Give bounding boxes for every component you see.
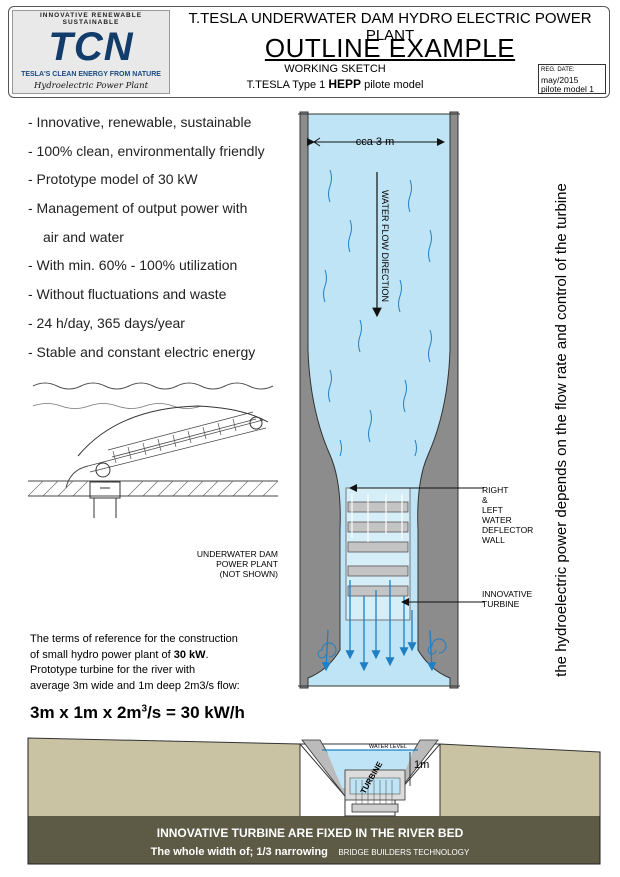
terms-line-suffix: . — [205, 648, 209, 661]
feature-item: - With min. 60% - 100% utilization — [28, 257, 238, 274]
terms-line: of small hydro power plant of 30 kW. — [30, 648, 310, 664]
tcn-logo: INNOVATIVE RENEWABLE SUSTAINABLE TCN TES… — [12, 10, 170, 94]
right-wall — [417, 111, 459, 689]
reg-date-box: REG. DATE: may/2015 pilote model 1 — [538, 64, 606, 94]
riverbed-caption-main: INNOVATIVE TURBINE ARE FIXED IN THE RIVE… — [156, 826, 464, 840]
feature-item: air and water — [43, 228, 124, 245]
depth-label: 1m — [414, 759, 430, 771]
feature-item: - 100% clean, environmentally friendly — [28, 142, 265, 159]
feature-item: - Without fluctuations and waste — [28, 286, 227, 303]
logo-tagline: INNOVATIVE RENEWABLE SUSTAINABLE — [39, 12, 143, 26]
turbine-sketch — [28, 382, 278, 518]
deflector-label-line: & — [482, 495, 488, 505]
type-suffix: pilote model — [364, 79, 424, 91]
turbine-label-line: TURBINE — [482, 599, 520, 609]
deflector-label-line: WALL — [482, 535, 505, 545]
dam-label-line: POWER PLANT — [216, 559, 278, 569]
reg-model: pilote model 1 — [541, 84, 594, 94]
type-prefix: T.TESLA Type 1 — [246, 79, 326, 91]
working-sketch-label: WORKING SKETCH — [284, 63, 386, 75]
outline-heading: OUTLINE EXAMPLE — [264, 33, 516, 63]
deflector-label: RIGHT & LEFT WATER DEFLECTOR WALL — [482, 485, 562, 545]
logo-subtitle: TESLA'S CLEAN ENERGY FROM NATURE — [21, 71, 161, 78]
water-waves — [323, 169, 432, 457]
feature-item: - 24 h/day, 365 days/year — [28, 314, 185, 331]
deflector-label-line: DEFLECTOR — [482, 525, 534, 535]
riverbed-caption-narrowing: The whole width of; 1/3 narrowing — [150, 846, 328, 858]
feature-item: - Prototype model of 30 kW — [28, 171, 198, 188]
formula-left: 3m x 1m x 2m — [30, 703, 142, 722]
turbine-label: INNOVATIVE TURBINE — [482, 589, 562, 609]
dam-label-line: UNDERWATER DAM — [196, 549, 278, 559]
turbine-flow-arrows — [351, 494, 403, 542]
left-wall — [299, 111, 341, 689]
riverbed-caption-sub: The whole width of; 1/3 narrowing BRIDGE… — [0, 842, 620, 860]
feature-list: - Innovative, renewable, sustainable - 1… — [28, 114, 298, 372]
page-title: T.TESLA UNDERWATER DAM HYDRO ELECTRIC PO… — [188, 10, 592, 44]
logo-subtitle-script: Hydroelectric Power Plant — [34, 81, 148, 91]
model-type-line: T.TESLA Type 1 HEPP pilote model — [170, 77, 500, 91]
channel-diagram — [298, 111, 484, 689]
power-formula: 3m x 1m x 2m3/s = 30 kW/h — [30, 703, 310, 723]
swirls — [317, 638, 447, 659]
width-label: cca 3 m — [355, 136, 395, 148]
feature-item: - Stable and constant electric energy — [28, 343, 256, 360]
riverbed-section — [0, 728, 620, 877]
section-turbine — [344, 769, 406, 813]
feature-item: - Innovative, renewable, sustainable — [28, 114, 252, 130]
riverbed-caption-tech: BRIDGE BUILDERS TECHNOLOGY — [338, 848, 470, 857]
dam-label-line: (NOT SHOWN) — [219, 569, 278, 579]
water-channel — [308, 114, 450, 686]
dam-label: UNDERWATER DAM POWER PLANT (NOT SHOWN) — [150, 549, 278, 579]
riverbed-floor — [28, 816, 600, 864]
terms-line: Prototype turbine for the river with — [30, 664, 196, 676]
turbine-label-line: INNOVATIVE — [482, 589, 533, 599]
deflector-label-line: RIGHT — [482, 485, 509, 495]
terms-power: 30 kW — [173, 648, 206, 661]
reg-date: may/2015 — [541, 74, 579, 85]
reg-label: REG. DATE: — [541, 67, 575, 73]
deflector-label-line: LEFT — [482, 505, 503, 515]
formula-right: /s = 30 kW/h — [147, 703, 245, 722]
vertical-caption: the hydroelectric power depends on the f… — [553, 183, 570, 677]
feature-item: - Management of output power with — [28, 200, 248, 217]
outflow-arrows — [321, 580, 437, 672]
water-level-label: WATER LEVEL — [369, 744, 407, 750]
terms-line-prefix: of small hydro power plant of — [30, 648, 171, 661]
deflector-label-line: WATER — [482, 515, 512, 525]
flow-direction-label: WATER FLOW DIRECTION — [380, 190, 390, 302]
turbine-blades — [347, 501, 409, 597]
type-bold: HEPP — [328, 77, 362, 91]
terms-line: The terms of reference for the construct… — [30, 633, 238, 645]
logo-wordmark: TCN — [48, 25, 134, 69]
formula-sup: 3 — [141, 703, 148, 715]
terms-line: average 3m wide and 1m deep 2m3/s flow: — [30, 679, 240, 692]
terms-text: The terms of reference for the construct… — [30, 632, 310, 694]
